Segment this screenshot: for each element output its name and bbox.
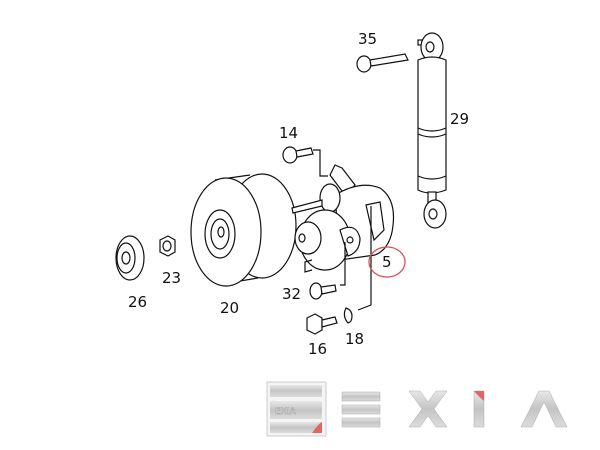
part-18-washer[interactable] xyxy=(343,307,353,324)
part-14-bolt[interactable] xyxy=(282,146,328,177)
callout-20[interactable]: 20 xyxy=(220,299,240,317)
part-26-washer[interactable] xyxy=(115,235,145,281)
part-16-bolt[interactable] xyxy=(306,313,338,335)
callout-23[interactable]: 23 xyxy=(162,269,182,287)
part-32-bolt[interactable] xyxy=(309,282,337,300)
callout-32[interactable]: 32 xyxy=(282,285,302,303)
highlight-circle xyxy=(368,246,406,278)
part-20-pulley[interactable] xyxy=(190,173,297,287)
callout-18[interactable]: 18 xyxy=(345,330,365,348)
callout-29[interactable]: 29 xyxy=(450,110,470,128)
part-5-tensioner[interactable] xyxy=(291,164,395,311)
callout-35[interactable]: 35 xyxy=(358,30,378,48)
svg-text:EXIA: EXIA xyxy=(275,407,297,417)
callout-16[interactable]: 16 xyxy=(308,340,328,358)
part-35-bolt[interactable] xyxy=(356,53,409,73)
callout-14[interactable]: 14 xyxy=(279,124,299,142)
part-23-nut[interactable] xyxy=(159,235,176,257)
part-29-damper[interactable] xyxy=(417,32,447,229)
callout-5[interactable]: 5 xyxy=(382,253,392,271)
callout-26[interactable]: 26 xyxy=(128,293,148,311)
